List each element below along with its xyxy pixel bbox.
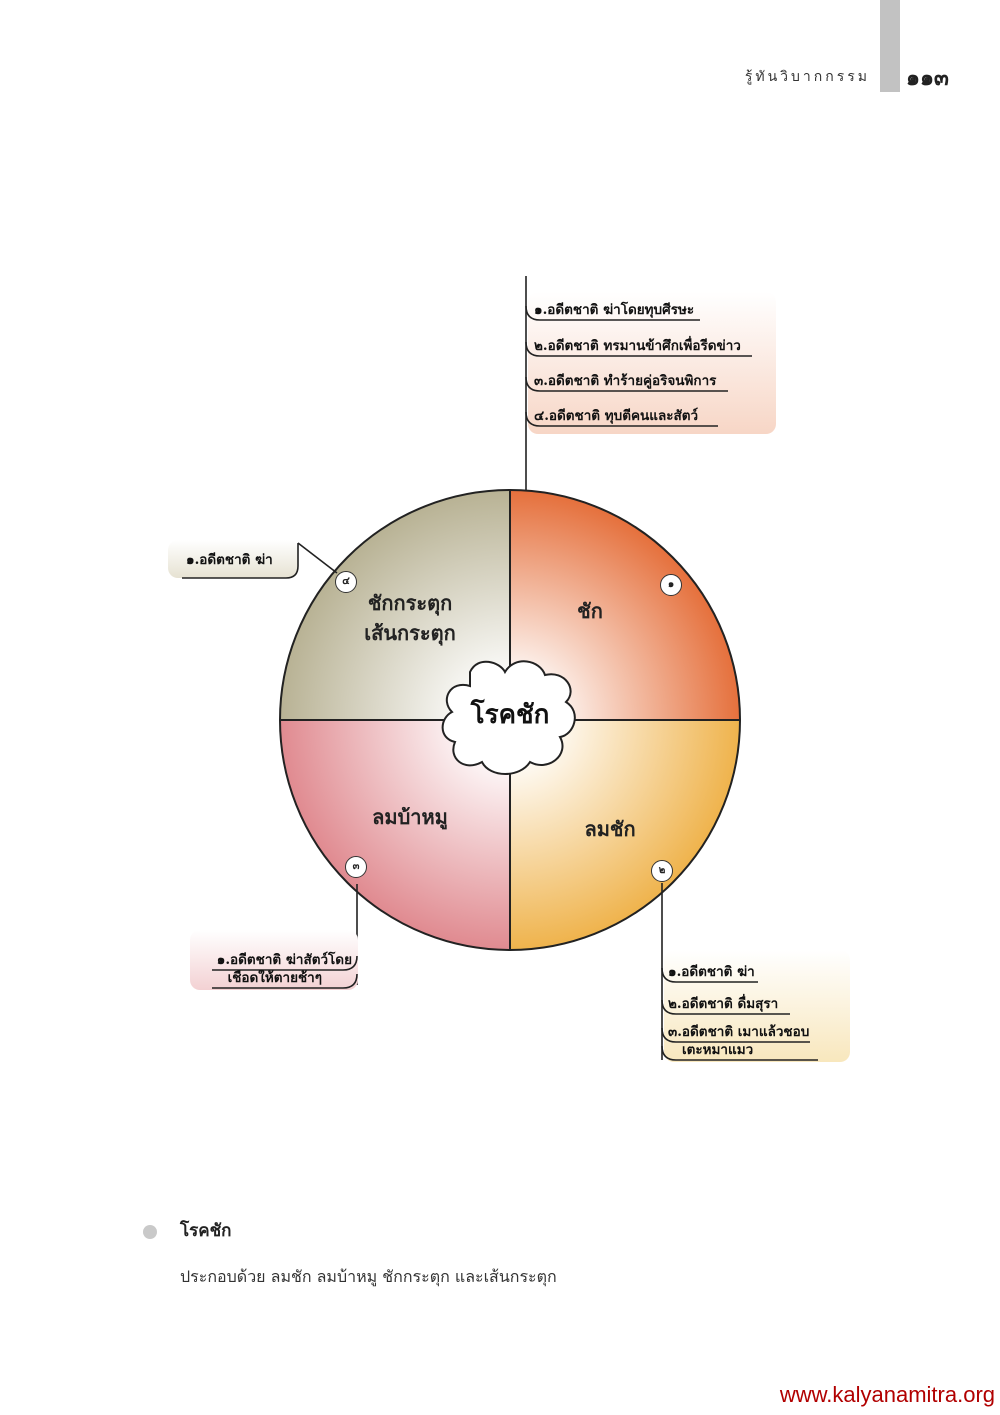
quadrant-4-label: ชักกระตุก เส้นกระตุก <box>340 588 480 648</box>
center-label: โรคชัก <box>470 700 550 730</box>
section-body: ประกอบด้วย ลมชัก ลมบ้าหมู ชักกระตุก และเ… <box>180 1267 557 1286</box>
q4-cause-1: ๑.อดีตชาติ ฆ่า <box>186 552 273 568</box>
q1-cause-4: ๔.อดีตชาติ ทุบตีคนและสัตว์ <box>534 408 699 424</box>
q3-cause-1-cont: เชือดให้ตายช้าๆ <box>227 970 322 986</box>
quadrant-1-label: ชัก <box>577 599 603 623</box>
q1-cause-2: ๒.อดีตชาติ ทรมานข้าศึกเพื่อรีดข่าว <box>534 338 741 354</box>
q2-cause-2: ๒.อดีตชาติ ดื่มสุรา <box>668 996 779 1012</box>
quadrant-2-label: ลมชัก <box>584 817 636 841</box>
quadrant-1-slice <box>510 490 740 720</box>
section-title: โรคชัก <box>180 1221 232 1241</box>
header-bar <box>880 0 900 92</box>
q2-cause-3: ๓.อดีตชาติ เมาแล้วชอบ <box>668 1024 810 1040</box>
page-number: ๑๑๓ <box>906 66 949 91</box>
q4-causes-box <box>168 540 298 578</box>
quadrant-4-label-line2: เส้นกระตุก <box>364 621 456 645</box>
q1-cause-1: ๑.อดีตชาติ ฆ่าโดยทุบศีรษะ <box>534 302 695 318</box>
quadrant-3-number: ๓ <box>345 856 367 878</box>
quadrant-4-number: ๔ <box>335 571 357 593</box>
q1-causes-box <box>528 292 776 434</box>
q1-cause-3: ๓.อดีตชาติ ทำร้ายคู่อริจนพิการ <box>534 373 717 389</box>
q2-cause-3-cont: เตะหมาแมว <box>682 1042 754 1058</box>
quadrant-4-label-line1: ชักกระตุก <box>367 591 453 615</box>
footer-url: www.kalyanamitra.org <box>779 1382 995 1407</box>
center-cloud <box>441 660 576 775</box>
quadrant-3-slice <box>280 720 510 950</box>
section-bullet-icon <box>143 1225 157 1239</box>
q2-cause-1: ๑.อดีตชาติ ฆ่า <box>668 964 755 980</box>
q2-causes-box <box>664 950 850 1062</box>
quadrant-2-number: ๒ <box>651 860 673 882</box>
quadrant-4-slice <box>280 490 510 720</box>
q3-cause-1: ๑.อดีตชาติ ฆ่าสัตว์โดย <box>216 952 352 968</box>
q3-causes-box <box>190 930 358 990</box>
quadrant-3-label: ลมบ้าหมู <box>372 805 448 829</box>
quadrant-1-number: ๑ <box>660 574 682 596</box>
quadrant-2-slice <box>510 720 740 950</box>
running-header-title: รู้ทันวิบากกรรม <box>744 69 870 85</box>
